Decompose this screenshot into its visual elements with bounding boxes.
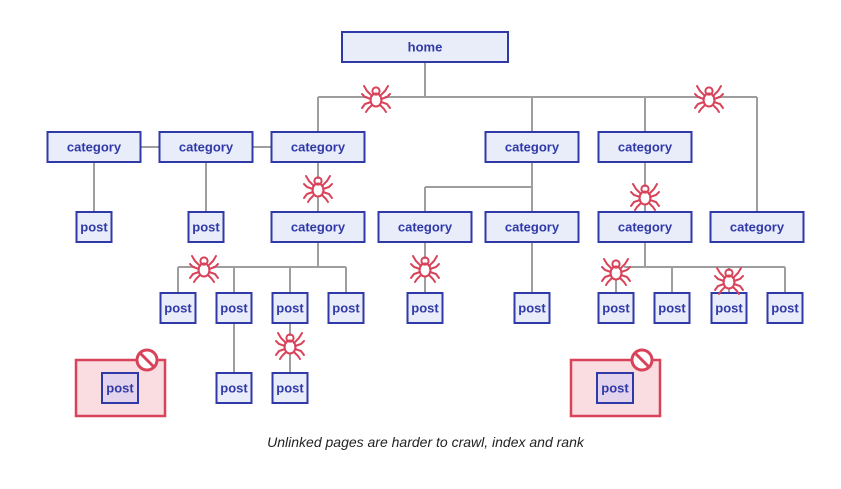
post-node: post	[327, 292, 365, 324]
post-node-label: post	[715, 301, 743, 316]
post-node: post	[215, 292, 253, 324]
orphan-pages: post post	[74, 348, 662, 418]
post-node-label: post	[192, 220, 220, 235]
spider-icon	[189, 255, 219, 283]
category-node-label: category	[505, 140, 560, 155]
post-node-label: post	[411, 301, 439, 316]
no-entry-icon	[630, 348, 654, 372]
category-node-label: category	[505, 220, 560, 235]
spider-icon	[601, 258, 631, 286]
post-node-label: post	[220, 301, 248, 316]
post-node: post	[406, 292, 444, 324]
category-node: category	[484, 211, 580, 243]
post-node: post	[597, 292, 635, 324]
category-node: category	[270, 131, 366, 163]
post-node: post	[159, 292, 197, 324]
category-node-label: category	[179, 140, 234, 155]
post-node-label: post	[771, 301, 799, 316]
post-node-label: post	[80, 220, 108, 235]
diagram-caption: Unlinked pages are harder to crawl, inde…	[267, 434, 584, 450]
post-node: post	[653, 292, 691, 324]
post-node: post	[271, 372, 309, 404]
post-node-label: post	[602, 301, 630, 316]
post-node-label: post	[276, 381, 304, 396]
orphan-post-label: post	[601, 381, 629, 396]
crawler-icons	[189, 85, 744, 360]
orphan-post-label: post	[106, 381, 134, 396]
post-node: post	[187, 211, 225, 243]
post-node-label: post	[518, 301, 546, 316]
post-node-label: post	[276, 301, 304, 316]
category-node: category	[270, 211, 366, 243]
category-node-label: category	[398, 220, 453, 235]
spider-icon	[410, 255, 440, 283]
home-node: home	[341, 31, 509, 63]
category-node: category	[484, 131, 580, 163]
spider-icon	[361, 85, 391, 113]
page-nodes: home category category category category cate…	[46, 31, 805, 404]
category-node-label: category	[618, 140, 673, 155]
category-node: category	[158, 131, 254, 163]
spider-icon	[630, 183, 660, 211]
post-node: post	[513, 292, 551, 324]
post-node: post	[710, 292, 748, 324]
no-entry-icon	[135, 348, 159, 372]
category-node: category	[46, 131, 142, 163]
category-node-label: category	[730, 220, 785, 235]
post-node-label: post	[332, 301, 360, 316]
category-node: category	[597, 211, 693, 243]
category-node: category	[597, 131, 693, 163]
category-node: category	[377, 211, 473, 243]
orphan-page-left: post	[74, 348, 167, 418]
post-node: post	[271, 292, 309, 324]
spider-icon	[694, 85, 724, 113]
post-node: post	[766, 292, 804, 324]
category-node-label: category	[67, 140, 122, 155]
spider-icon	[714, 267, 744, 295]
orphan-page-right: post	[569, 348, 662, 418]
post-node-label: post	[220, 381, 248, 396]
category-node-label: category	[291, 220, 346, 235]
post-node-label: post	[658, 301, 686, 316]
post-node: post	[215, 372, 253, 404]
home-node-label: home	[408, 40, 443, 55]
post-node: post	[75, 211, 113, 243]
category-node-label: category	[291, 140, 346, 155]
category-node: category	[709, 211, 805, 243]
post-node-label: post	[164, 301, 192, 316]
category-node-label: category	[618, 220, 673, 235]
spider-icon	[275, 332, 305, 360]
spider-icon	[303, 175, 333, 203]
